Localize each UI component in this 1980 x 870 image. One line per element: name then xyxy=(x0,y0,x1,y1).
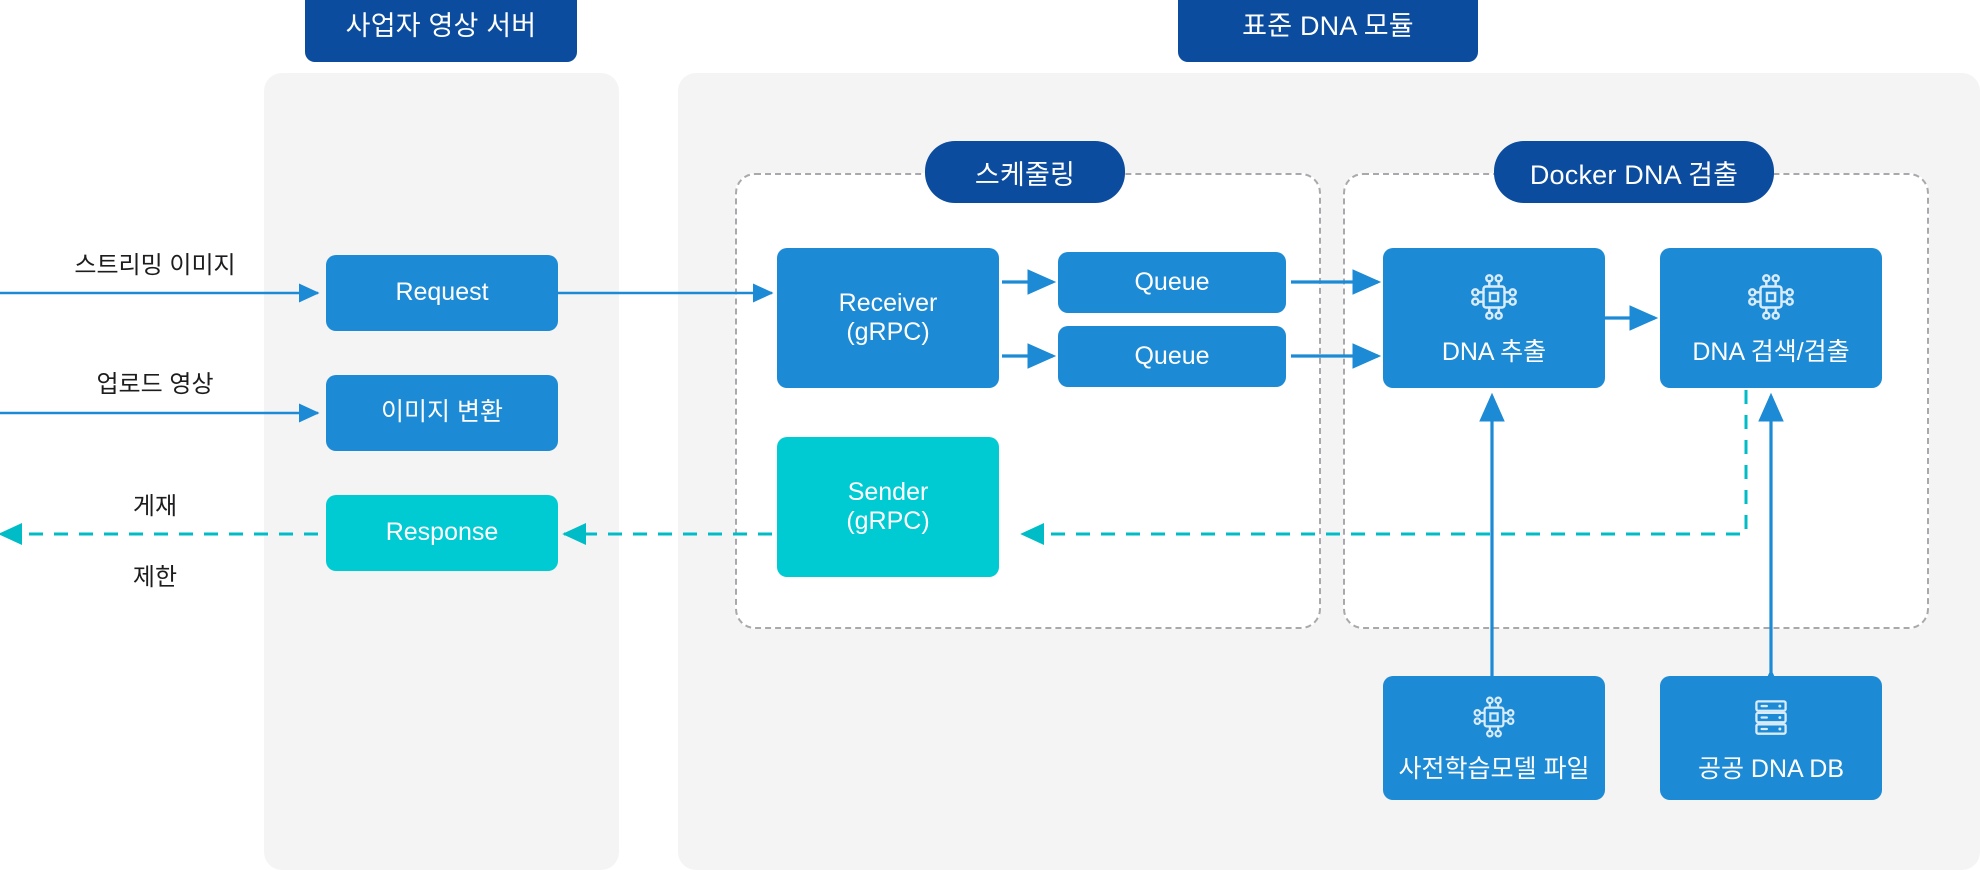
chip-icon xyxy=(1469,692,1519,750)
node-receiver-label-line1: Receiver xyxy=(838,288,938,317)
provider-server-panel xyxy=(264,73,619,870)
node-response[interactable]: Response xyxy=(326,495,558,571)
docker-dna-title: Docker DNA 검출 xyxy=(1494,141,1774,203)
node-sender-label-line1: Sender xyxy=(847,477,929,506)
node-queue-1[interactable]: Queue xyxy=(1058,252,1286,313)
node-sender-label-line2: (gRPC) xyxy=(846,507,930,535)
node-pretrained-model-file-label: 사전학습모델 파일 xyxy=(1398,755,1590,783)
node-image-convert[interactable]: 이미지 변환 xyxy=(326,375,558,451)
publish-label: 게재 xyxy=(132,493,178,520)
database-icon xyxy=(1746,692,1796,750)
node-request-label: Request xyxy=(395,278,489,307)
provider-server-title-label: 사업자 영상 서버 xyxy=(345,10,537,41)
node-public-dna-db-label: 공공 DNA DB xyxy=(1697,755,1845,783)
node-request[interactable]: Request xyxy=(326,255,558,331)
chip-icon xyxy=(1743,269,1799,333)
node-receiver-grpc[interactable]: Receiver (gRPC) xyxy=(777,248,999,388)
node-queue-2-label: Queue xyxy=(1134,341,1210,370)
node-receiver-label-line2: (gRPC) xyxy=(846,318,930,346)
node-dna-extract-label: DNA 추출 xyxy=(1441,338,1547,366)
scheduling-title-label: 스케줄링 xyxy=(974,159,1076,190)
node-dna-search-detect[interactable]: DNA 검색/검출 xyxy=(1660,248,1882,388)
docker-dna-title-label: Docker DNA 검출 xyxy=(1529,159,1739,190)
node-response-label: Response xyxy=(385,518,499,547)
standard-dna-module-title: 표준 DNA 모듈 xyxy=(1178,0,1478,62)
scheduling-title: 스케줄링 xyxy=(925,141,1125,203)
upload-video-label: 업로드 영상 xyxy=(96,371,214,398)
node-public-dna-db[interactable]: 공공 DNA DB xyxy=(1660,676,1882,800)
node-image-convert-label: 이미지 변환 xyxy=(381,398,503,427)
docker-dna-group-box xyxy=(1343,173,1929,629)
node-dna-extract[interactable]: DNA 추출 xyxy=(1383,248,1605,388)
node-pretrained-model-file[interactable]: 사전학습모델 파일 xyxy=(1383,676,1605,800)
node-sender-grpc[interactable]: Sender (gRPC) xyxy=(777,437,999,577)
node-queue-1-label: Queue xyxy=(1134,267,1210,296)
provider-server-title: 사업자 영상 서버 xyxy=(305,0,577,62)
restrict-label: 제한 xyxy=(132,564,178,591)
chip-icon xyxy=(1466,269,1522,333)
streaming-image-label: 스트리밍 이미지 xyxy=(74,252,236,279)
standard-dna-module-title-label: 표준 DNA 모듈 xyxy=(1242,10,1414,41)
node-queue-2[interactable]: Queue xyxy=(1058,326,1286,387)
node-dna-search-detect-label: DNA 검색/검출 xyxy=(1692,338,1850,366)
